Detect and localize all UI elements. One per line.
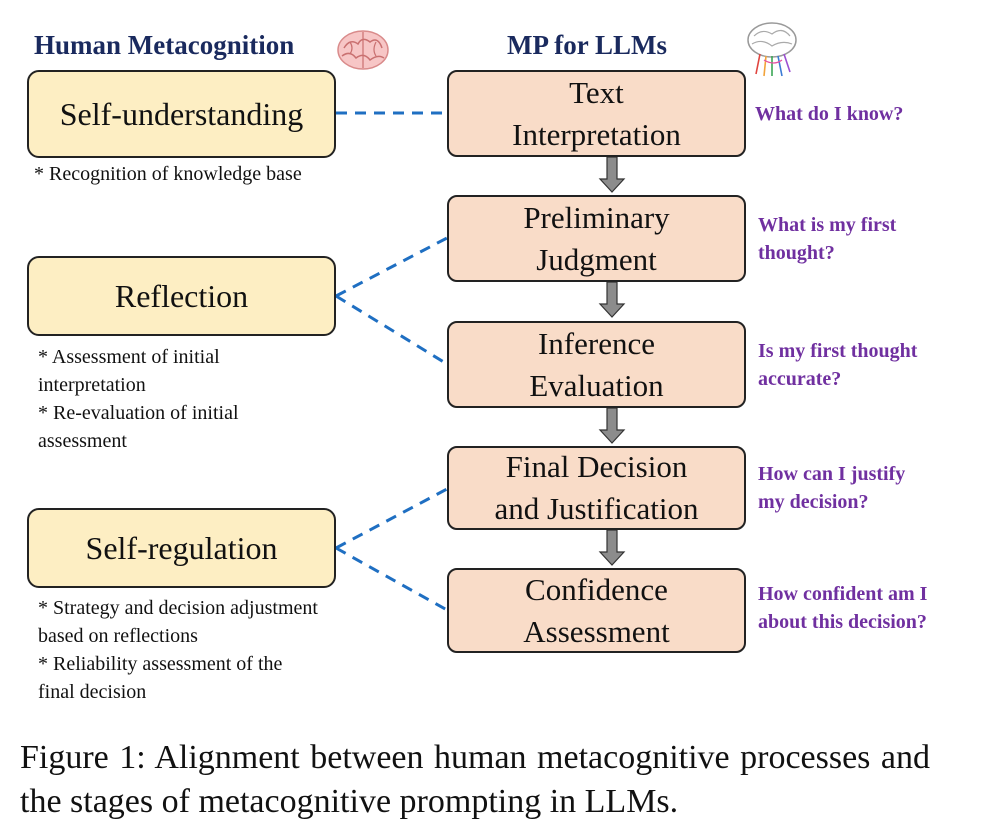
stage-line: Interpretation: [512, 116, 681, 152]
question-line: my decision?: [758, 491, 869, 513]
question-line: What is my first: [758, 214, 897, 236]
flow-arrow-2: [598, 281, 626, 318]
question-text-interpretation: What do I know?: [755, 100, 903, 128]
stage-line: Assessment: [523, 613, 670, 649]
self-understanding-label: Self-understanding: [59, 95, 304, 132]
question-final-decision: How can I justify my decision?: [758, 460, 905, 516]
question-line: How can I justify: [758, 463, 906, 485]
question-confidence-assessment: How confident am I about this decision?: [758, 580, 927, 636]
stage-line: Confidence: [525, 571, 668, 607]
connector-self-regulation-final-decision: [335, 487, 448, 550]
self-understanding-notes: * Recognition of knowledge base: [34, 160, 302, 188]
reflection-notes: * Assessment of initial interpretation *…: [38, 343, 239, 455]
stage-line: Evaluation: [529, 367, 664, 403]
stage-line: Inference: [537, 325, 655, 361]
stage-final-decision: Final Decision and Justification: [447, 446, 746, 530]
self-understanding-box: Self-understanding: [27, 70, 336, 158]
flow-arrow-1: [598, 156, 626, 193]
stage-line: Final Decision: [505, 449, 688, 484]
note-line: * Reliability assessment of the: [38, 653, 283, 675]
connector-reflection-preliminary-judgment: [335, 236, 448, 298]
stage-line: and Justification: [494, 491, 699, 526]
question-line: accurate?: [758, 368, 842, 390]
note-line: * Recognition of knowledge base: [34, 163, 302, 185]
figure-caption: Figure 1: Alignment between human metaco…: [20, 739, 930, 820]
flow-arrow-3: [598, 407, 626, 444]
question-line: How confident am I: [758, 583, 928, 605]
flow-arrow-4: [598, 529, 626, 566]
stage-line: Judgment: [536, 241, 657, 277]
note-line: * Strategy and decision adjustment: [38, 597, 318, 619]
reflection-box: Reflection: [27, 256, 336, 336]
stage-line: Text: [569, 74, 624, 110]
connector-reflection-inference-evaluation: [335, 294, 448, 366]
neural-brain-icon: [744, 20, 800, 78]
stage-line: Preliminary: [523, 199, 670, 235]
question-line: What do I know?: [755, 103, 904, 125]
note-line: assessment: [38, 430, 127, 452]
connector-self-regulation-confidence: [335, 546, 448, 612]
question-inference-evaluation: Is my first thought accurate?: [758, 337, 917, 393]
self-regulation-box: Self-regulation: [27, 508, 336, 588]
question-line: Is my first thought: [758, 340, 918, 362]
self-regulation-label: Self-regulation: [85, 529, 278, 566]
note-line: interpretation: [38, 374, 146, 396]
question-line: thought?: [758, 242, 835, 264]
self-regulation-notes: * Strategy and decision adjustment based…: [38, 594, 318, 706]
note-line: * Assessment of initial: [38, 346, 220, 368]
brain-icon: [336, 28, 390, 72]
question-line: about this decision?: [758, 611, 927, 633]
question-preliminary-judgment: What is my first thought?: [758, 211, 896, 267]
note-line: based on reflections: [38, 625, 198, 647]
note-line: * Re-evaluation of initial: [38, 402, 239, 424]
reflection-label: Reflection: [114, 277, 249, 314]
human-metacognition-header: Human Metacognition: [34, 30, 295, 60]
mp-for-llms-header: MP for LLMs: [507, 30, 667, 60]
note-line: final decision: [38, 681, 147, 703]
